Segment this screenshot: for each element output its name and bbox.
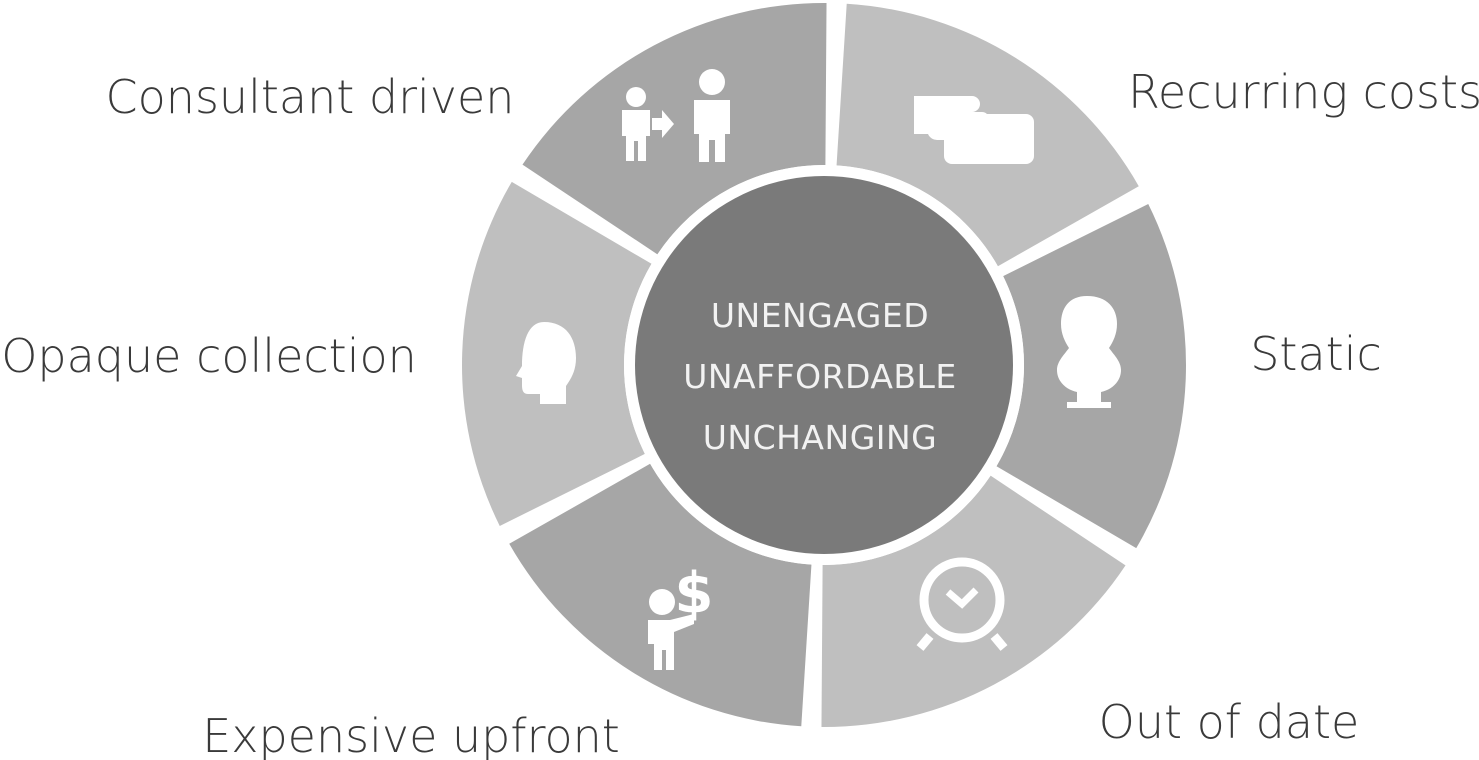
label-expensive-upfront: Expensive upfront <box>202 709 620 760</box>
segment-consultant-driven <box>522 3 827 255</box>
svg-text:$: $ <box>675 561 714 626</box>
person-to-person-icon <box>622 69 730 162</box>
label-consultant-driven: Consultant driven <box>106 70 515 124</box>
label-static: Static <box>1250 327 1382 381</box>
center-disc <box>635 176 1013 554</box>
segment-out-of-date <box>821 475 1126 727</box>
hand-payment-card-icon <box>914 96 1034 164</box>
label-out-of-date: Out of date <box>1099 695 1360 749</box>
center-line-3: UNCHANGING <box>703 418 938 457</box>
center-line-2: UNAFFORDABLE <box>683 357 957 396</box>
bust-statue-icon <box>1057 296 1121 408</box>
label-recurring-costs: Recurring costs <box>1128 65 1479 119</box>
label-opaque-collection: Opaque collection <box>1 329 417 383</box>
center-line-1: UNENGAGED <box>711 296 929 335</box>
head-profile-icon <box>516 322 576 404</box>
alarm-clock-icon <box>916 557 1008 651</box>
person-holding-dollar-icon: $ <box>648 561 713 670</box>
